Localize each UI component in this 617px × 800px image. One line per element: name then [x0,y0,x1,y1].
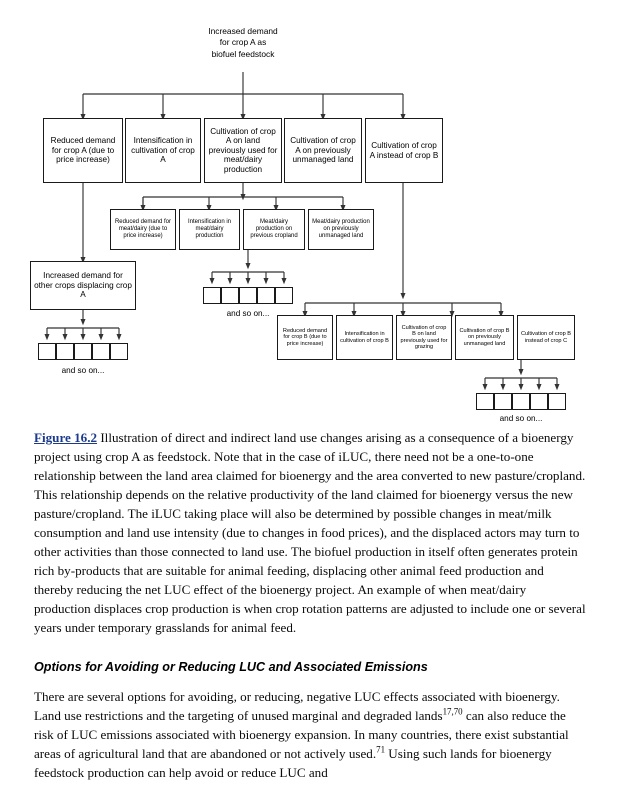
node-level2-meat-dairy-previously-unmanaged-land: Meat/dairy production on previously unma… [308,209,374,250]
and-so-on-label-left: and so on... [61,366,105,375]
node-increased-demand-other-crops: Increased demand for other crops displac… [30,261,136,310]
root-line-1: Increased demand [208,26,278,36]
placeholder-cell [92,343,110,360]
document-body: Figure 16.2 Illustration of direct and i… [34,428,586,782]
diagram-root-node: Increased demand for crop A as biofuel f… [183,26,303,60]
node-level3-cultivation-crop-b-unmanaged-land: Cultivation of crop B on previously unma… [455,315,514,360]
paragraph-part-2: can also reduce the risk of LUC emission… [34,707,569,761]
placeholder-cell [221,287,239,304]
node-level3-cultivation-crop-b-instead-crop-c: Cultivation of crop B instead of crop C [517,315,575,360]
node-level1-cultivation-crop-a-instead-crop-b: Cultivation of crop A instead of crop B [365,118,443,183]
placeholder-cell [530,393,548,410]
paragraph-part-3: Using such lands for bioenergy feedstock… [34,745,552,780]
node-level1-cultivation-crop-a-meat-dairy-land: Cultivation of crop A on land previously… [204,118,282,183]
node-level1-reduced-demand-crop-a: Reduced demand for crop A (due to price … [43,118,123,183]
placeholder-cell [110,343,128,360]
section-paragraph: There are several options for avoiding, … [34,687,586,782]
root-line-3: biofuel feedstock [211,48,275,59]
node-level3-intensification-crop-b: Intensification in cultivation of crop B [336,315,393,360]
and-so-on-label-right: and so on... [499,414,543,423]
placeholder-cell [239,287,257,304]
and-so-on-label-middle: and so on... [226,309,270,318]
root-line-2: for crop A as [219,37,267,48]
node-level2-intensification-meat-dairy: Intensification in meat/dairy production [179,209,240,250]
paragraph-part-1: There are several options for avoiding, … [34,688,560,723]
placeholder-cell [56,343,74,360]
node-level2-reduced-demand-meat-dairy: Reduced demand for meat/dairy (due to pr… [110,209,176,250]
placeholder-cell [257,287,275,304]
placeholder-cell [548,393,566,410]
placeholder-cell [494,393,512,410]
node-level3-cultivation-crop-b-grazing-land: Cultivation of crop B on land previously… [396,315,452,360]
figure-caption: Figure 16.2 Illustration of direct and i… [34,428,586,638]
reference-marker-1[interactable]: 17,70 [442,706,463,717]
node-level2-meat-dairy-previous-cropland: Meat/dairy production on previous cropla… [243,209,305,250]
placeholder-cell [74,343,92,360]
figure-caption-text: Illustration of direct and indirect land… [34,430,586,636]
diagram-connectors [44,72,560,391]
placeholder-cell [38,343,56,360]
section-heading: Options for Avoiding or Reducing LUC and… [34,659,428,674]
node-level1-cultivation-crop-a-unmanaged-land: Cultivation of crop A on previously unma… [284,118,362,183]
figure-link[interactable]: Figure 16.2 [34,430,98,445]
placeholder-cell [203,287,221,304]
figure-diagram: Increased demand for crop A as biofuel f… [30,26,575,423]
reference-marker-2[interactable]: 71 [376,744,386,755]
placeholder-cell [512,393,530,410]
placeholder-cell [275,287,293,304]
placeholder-cell [476,393,494,410]
node-level3-reduced-demand-crop-b: Reduced demand for crop B (due to price … [277,315,333,360]
node-level1-intensification-crop-a: Intensification in cultivation of crop A [125,118,201,183]
